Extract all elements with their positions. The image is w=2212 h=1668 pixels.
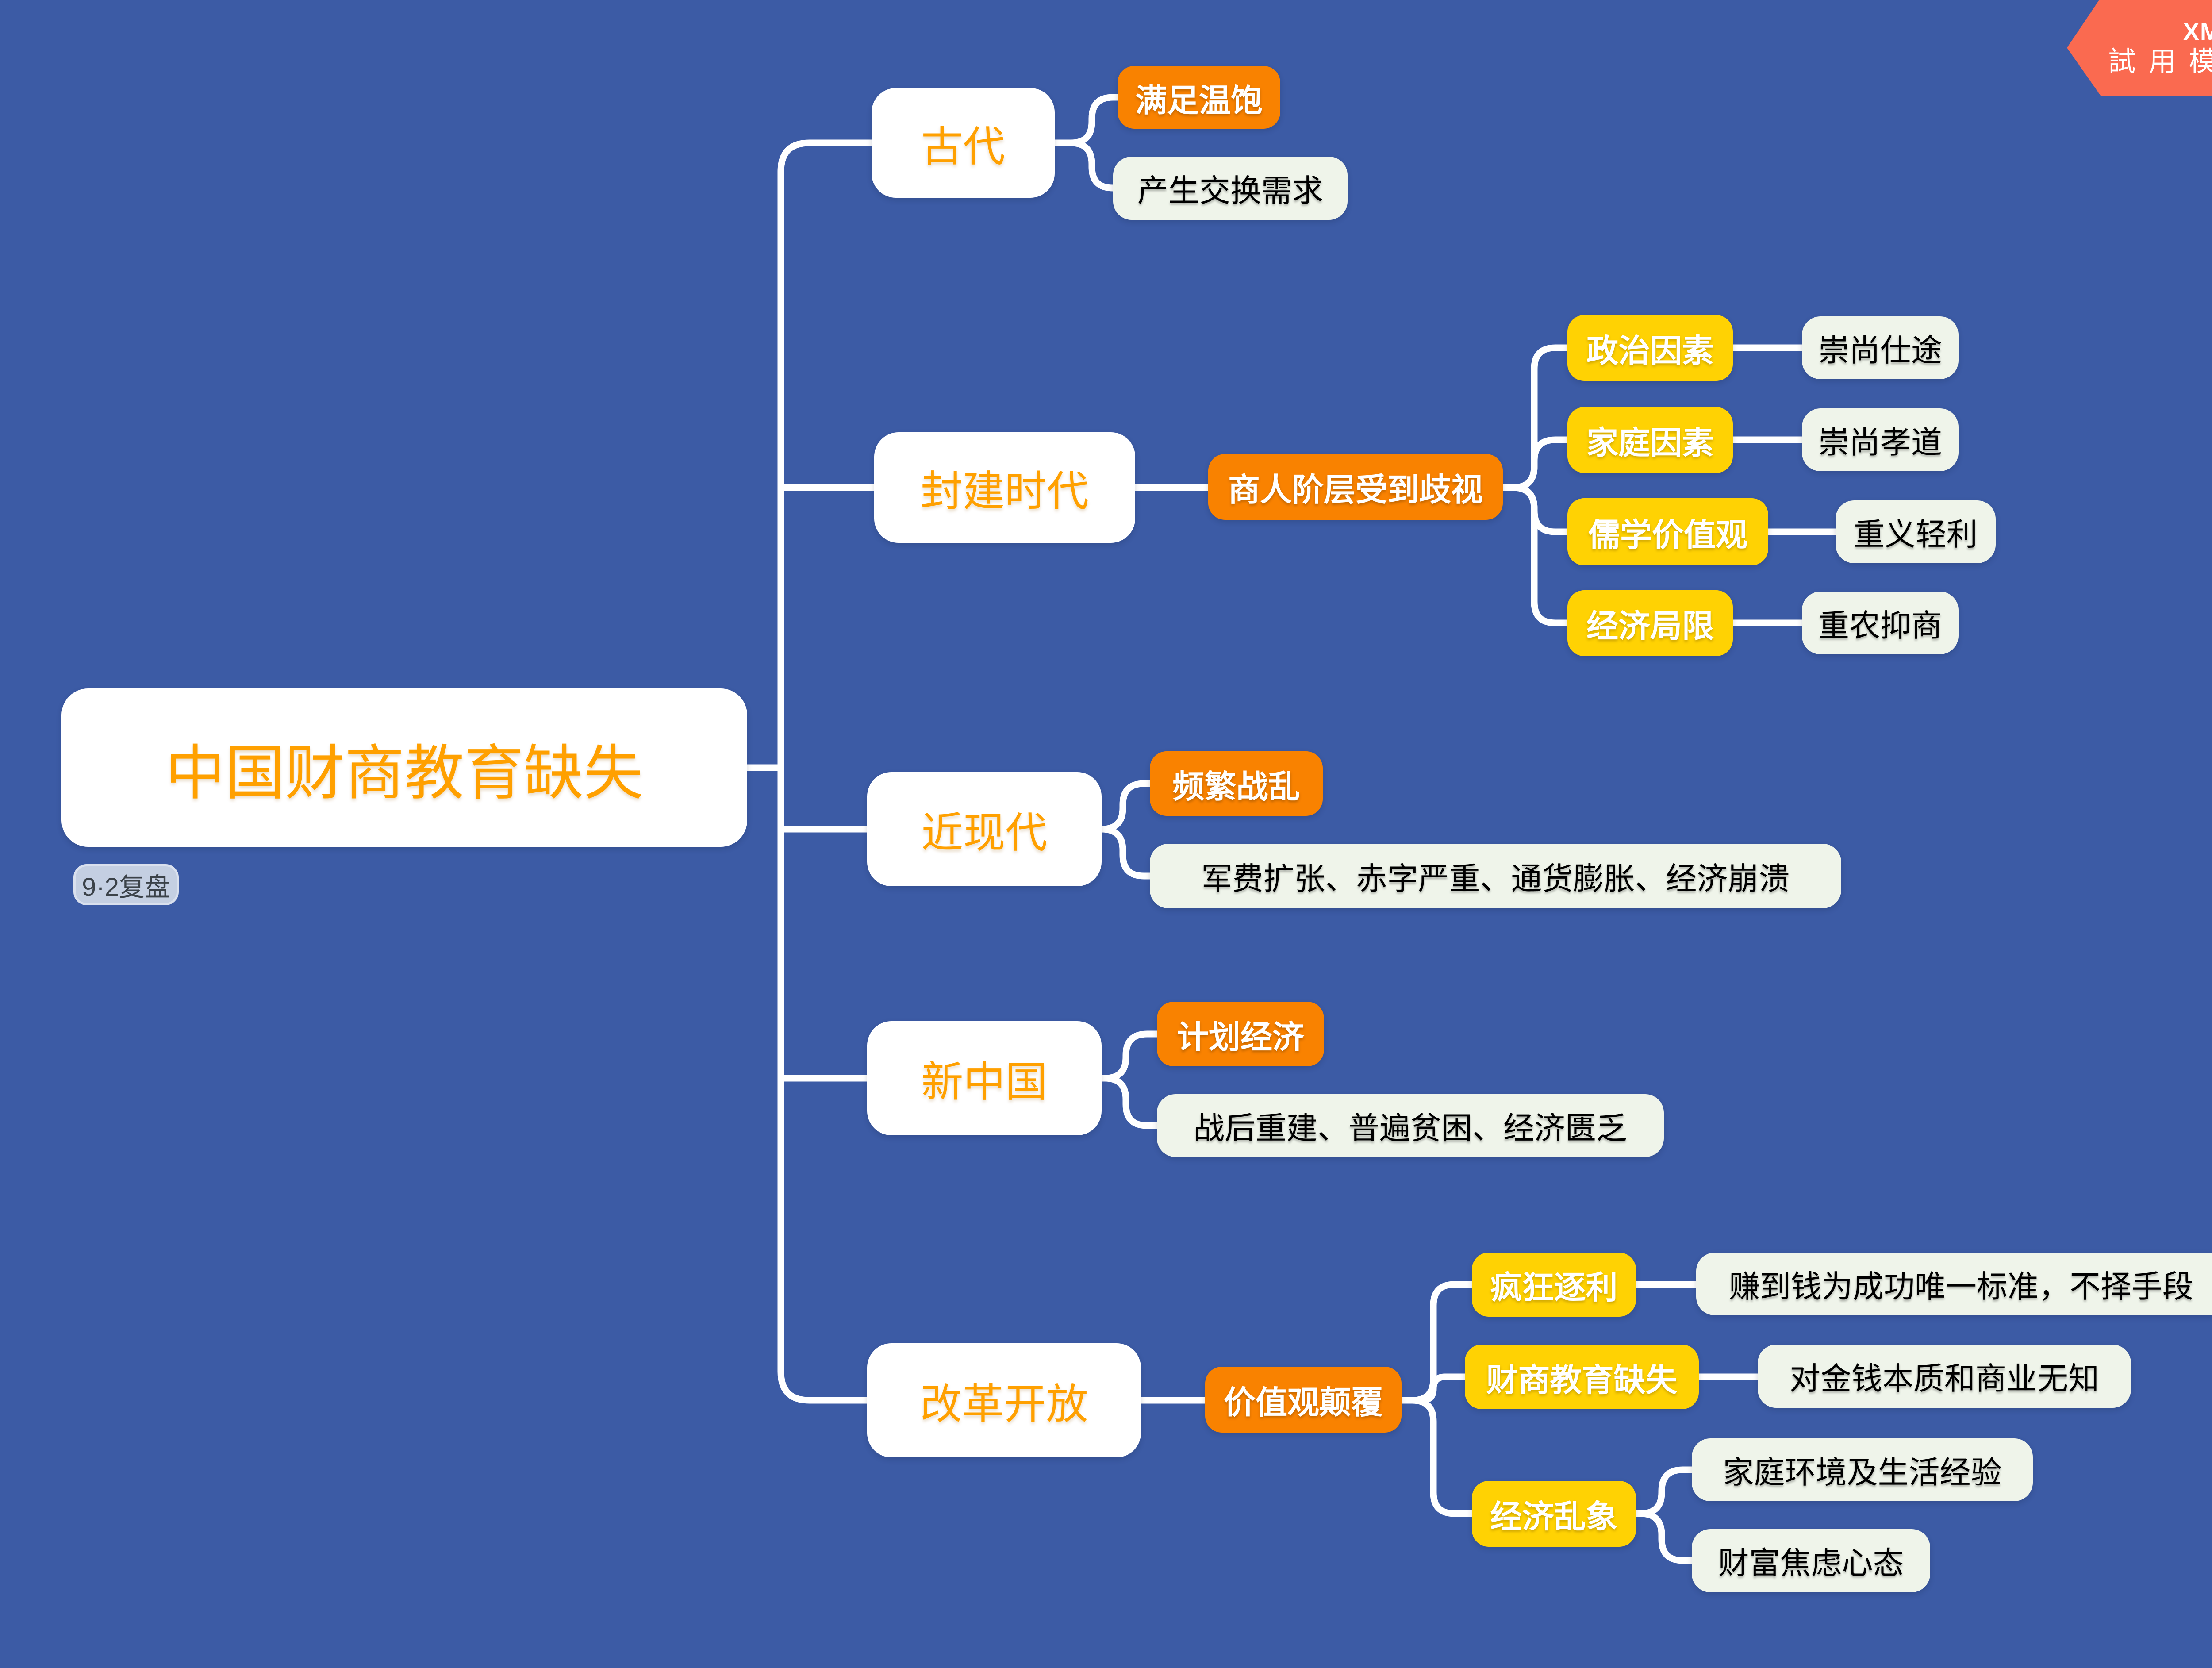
subtopic-confucian-values[interactable]: 儒学价值观 xyxy=(1567,498,1768,565)
leaf-exchange-demand[interactable]: 产生交换需求 xyxy=(1113,157,1348,220)
root-note-badge[interactable]: 9·2复盘 xyxy=(73,864,179,905)
subtopic-political-factor[interactable]: 政治因素 xyxy=(1567,315,1733,381)
topic-new-china[interactable]: 新中国 xyxy=(867,1021,1102,1135)
subtopic-family-factor[interactable]: 家庭因素 xyxy=(1567,407,1733,473)
leaf-ignorant-of-money[interactable]: 对金钱本质和商业无知 xyxy=(1758,1345,2131,1408)
leaf-wealth-anxiety[interactable]: 财富焦虑心态 xyxy=(1692,1529,1930,1592)
leaf-family-environment-experience[interactable]: 家庭环境及生活经验 xyxy=(1692,1438,2033,1501)
topic-feudal-era[interactable]: 封建时代 xyxy=(874,432,1135,543)
subtopic-economic-limits[interactable]: 经济局限 xyxy=(1567,590,1733,656)
topic-reform-opening[interactable]: 改革开放 xyxy=(867,1343,1141,1457)
leaf-righteousness-over-profit[interactable]: 重义轻利 xyxy=(1836,500,1996,563)
root-topic[interactable]: 中国财商教育缺失 xyxy=(61,688,747,847)
trial-mode-label: 試 用 模 式 xyxy=(2108,46,2212,77)
subtopic-merchants-discriminated[interactable]: 商人阶层受到歧视 xyxy=(1208,454,1503,520)
subtopic-planned-economy[interactable]: 计划经济 xyxy=(1157,1002,1324,1066)
topic-modern-times[interactable]: 近现代 xyxy=(867,772,1102,886)
leaf-money-only-success[interactable]: 赚到钱为成功唯一标准，不择手段 xyxy=(1696,1253,2212,1315)
leaf-agriculture-over-commerce[interactable]: 重农抑商 xyxy=(1802,592,1959,654)
subtopic-profit-frenzy[interactable]: 疯狂逐利 xyxy=(1472,1253,1636,1317)
subtopic-basic-needs[interactable]: 满足温饱 xyxy=(1118,66,1280,129)
subtopic-economic-chaos[interactable]: 经济乱象 xyxy=(1472,1481,1636,1547)
leaf-revere-officialdom[interactable]: 崇尚仕途 xyxy=(1802,316,1959,379)
subtopic-frequent-wars[interactable]: 频繁战乱 xyxy=(1150,751,1323,816)
subtopic-values-upheaval[interactable]: 价值观颠覆 xyxy=(1205,1367,1402,1433)
subtopic-financial-education-missing[interactable]: 财商教育缺失 xyxy=(1465,1345,1699,1409)
leaf-military-expansion-collapse[interactable]: 军费扩张、赤字严重、通货膨胀、经济崩溃 xyxy=(1150,844,1841,908)
xmind-trial-badge: XMind 試 用 模 式 xyxy=(2067,0,2212,96)
leaf-postwar-poverty[interactable]: 战后重建、普遍贫困、经济匮乏 xyxy=(1157,1094,1664,1157)
leaf-revere-filial-piety[interactable]: 崇尚孝道 xyxy=(1802,408,1959,471)
xmind-logo-text: XMind xyxy=(2183,19,2212,45)
topic-ancient[interactable]: 古代 xyxy=(872,88,1055,198)
